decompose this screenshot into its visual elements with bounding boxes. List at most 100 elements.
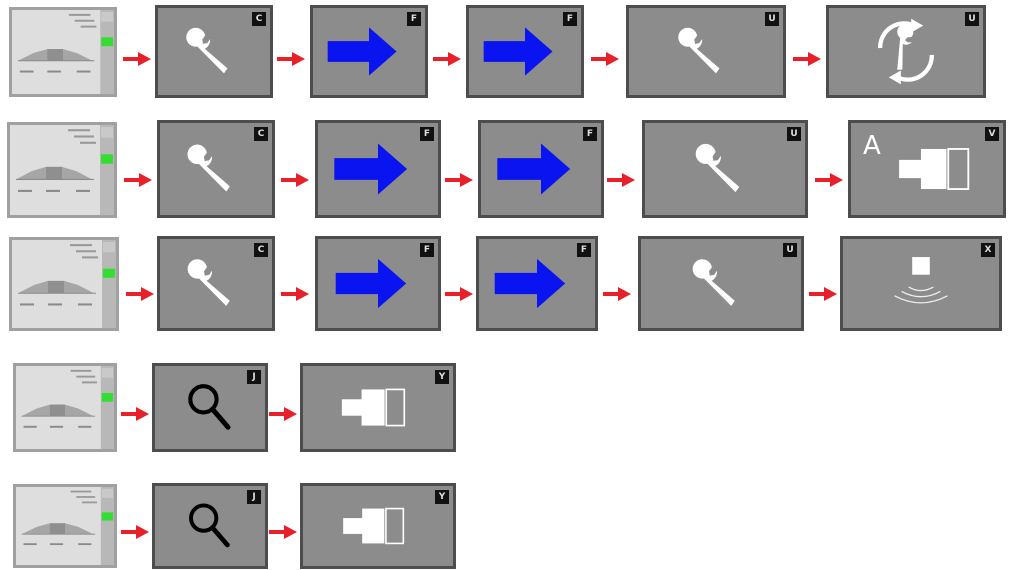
step-badge: F [563, 12, 577, 26]
red-arrow-glyph [603, 287, 631, 301]
step-box: C [157, 120, 275, 218]
step-badge: C [252, 12, 266, 26]
red-arrow-glyph [607, 173, 635, 187]
thumbnail-image [16, 487, 114, 565]
step-box: C [157, 236, 275, 331]
flow-arrow [602, 286, 632, 302]
flow-arrow [814, 172, 844, 188]
flow-arrow [432, 51, 462, 67]
blue-arrow-icon [497, 143, 571, 195]
step-box: J [152, 363, 268, 452]
step-badge: F [583, 127, 597, 141]
red-arrow-glyph [793, 52, 821, 66]
red-arrow-glyph [269, 525, 297, 539]
step-letter: A [863, 131, 881, 161]
wrench-icon [692, 259, 735, 306]
flow-arrow [444, 286, 474, 302]
flow-arrow [808, 286, 838, 302]
connector-icon [341, 388, 406, 427]
wrench-icon [695, 143, 740, 193]
flow-arrow [123, 172, 153, 188]
blue-arrow-icon [494, 258, 566, 309]
flow-arrow [792, 51, 822, 67]
connector-icon [343, 507, 405, 545]
step-box: U [638, 236, 804, 331]
signal-icon [894, 257, 948, 304]
thumbnail-image [12, 240, 116, 328]
red-arrow-glyph [277, 52, 305, 66]
step-box: F [476, 236, 598, 331]
red-arrow-glyph [269, 407, 297, 421]
step-badge: F [407, 12, 421, 26]
red-arrow-glyph [281, 173, 309, 187]
blue-arrow-icon [327, 27, 397, 76]
flow-row-5: J Y [0, 478, 1010, 570]
red-arrow-glyph [124, 173, 152, 187]
wrench-icon [678, 27, 720, 74]
flow-row-3: C F F U X [0, 234, 1010, 334]
wrench-icon [187, 144, 230, 192]
blue-arrow-icon [334, 143, 408, 195]
step-badge: F [420, 243, 434, 257]
step-badge: U [783, 243, 797, 257]
step-badge: U [765, 12, 779, 26]
blue-arrow-icon [483, 27, 553, 76]
flow-row-4: J Y [0, 360, 1010, 456]
red-arrow-glyph [121, 407, 149, 421]
flow-arrow [606, 172, 636, 188]
wrench-icon [186, 27, 228, 74]
red-arrow-glyph [591, 52, 619, 66]
flow-arrow [280, 172, 310, 188]
step-badge: U [965, 12, 979, 26]
step-badge: V [985, 127, 999, 141]
step-box: X [840, 236, 1002, 331]
red-arrow-glyph [123, 52, 151, 66]
step-box: F [478, 120, 604, 218]
step-box: F [310, 5, 428, 98]
flow-arrow [122, 51, 152, 67]
step-box: F [466, 5, 584, 98]
red-arrow-glyph [281, 287, 309, 301]
step-box: Y [300, 483, 456, 569]
step-badge: C [254, 243, 268, 257]
flow-arrow [590, 51, 620, 67]
screenshot-thumbnail [7, 122, 117, 218]
step-box: F [315, 236, 441, 331]
screenshot-thumbnail [9, 7, 117, 97]
step-badge: X [981, 243, 995, 257]
step-badge: J [247, 490, 261, 504]
step-box: U [826, 5, 986, 98]
step-box: U [626, 5, 786, 98]
step-box: Y [300, 363, 456, 452]
step-badge: F [577, 243, 591, 257]
screenshot-thumbnail [9, 237, 119, 331]
red-arrow-glyph [815, 173, 843, 187]
flow-arrow [280, 286, 310, 302]
step-box: F [315, 120, 441, 218]
thumbnail-image [12, 10, 114, 94]
red-arrow-glyph [433, 52, 461, 66]
step-badge: U [787, 127, 801, 141]
flow-arrow [120, 524, 150, 540]
thumbnail-image [16, 366, 114, 449]
wrench-cycle-icon [878, 18, 934, 85]
step-box: J [152, 483, 268, 569]
red-arrow-glyph [126, 287, 154, 301]
step-badge: Y [435, 370, 449, 384]
flow-row-1: C F F U U [0, 4, 1010, 100]
step-badge: J [247, 370, 261, 384]
red-arrow-glyph [445, 173, 473, 187]
connector-icon [899, 148, 970, 190]
step-box: C [155, 5, 273, 98]
flow-arrow [276, 51, 306, 67]
step-box: U [642, 120, 808, 218]
thumbnail-image [10, 125, 114, 215]
step-badge: F [420, 127, 434, 141]
step-badge: Y [435, 490, 449, 504]
flow-arrow [268, 524, 298, 540]
magnifier-icon [189, 503, 230, 548]
red-arrow-glyph [121, 525, 149, 539]
step-badge: C [254, 127, 268, 141]
flow-arrow [120, 406, 150, 422]
